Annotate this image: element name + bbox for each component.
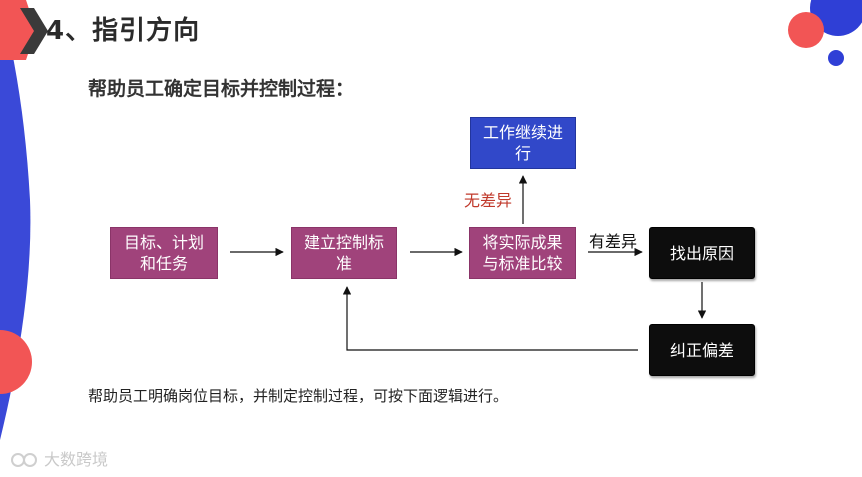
watermark-logo-icon bbox=[11, 453, 37, 467]
box-standard: 建立控制标准 bbox=[291, 227, 397, 279]
box-compare-label: 将实际成果与标准比较 bbox=[482, 233, 563, 273]
box-find-cause-label: 找出原因 bbox=[669, 243, 734, 263]
box-continue-label: 工作继续进行 bbox=[482, 123, 563, 163]
box-compare: 将实际成果与标准比较 bbox=[469, 227, 576, 279]
box-find-cause: 找出原因 bbox=[649, 227, 755, 279]
box-correct: 纠正偏差 bbox=[649, 324, 755, 376]
watermark-text: 大数跨境 bbox=[44, 450, 109, 469]
footer-note: 帮助员工明确岗位目标，并制定控制过程，可按下面逻辑进行。 bbox=[88, 387, 509, 405]
box-goals-label: 目标、计划和任务 bbox=[123, 233, 204, 273]
watermark: 大数跨境 bbox=[10, 449, 108, 471]
page-title: 4、指引方向 bbox=[46, 16, 201, 46]
page-subtitle: 帮助员工确定目标并控制过程： bbox=[88, 78, 355, 100]
label-no-difference: 无差异 bbox=[464, 191, 513, 210]
arrow-correct-to-standard bbox=[342, 286, 638, 351]
box-standard-label: 建立控制标准 bbox=[303, 233, 384, 273]
box-correct-label: 纠正偏差 bbox=[669, 340, 734, 360]
box-continue: 工作继续进行 bbox=[470, 117, 576, 169]
label-has-difference: 有差异 bbox=[589, 232, 638, 251]
box-goals: 目标、计划和任务 bbox=[110, 227, 218, 279]
